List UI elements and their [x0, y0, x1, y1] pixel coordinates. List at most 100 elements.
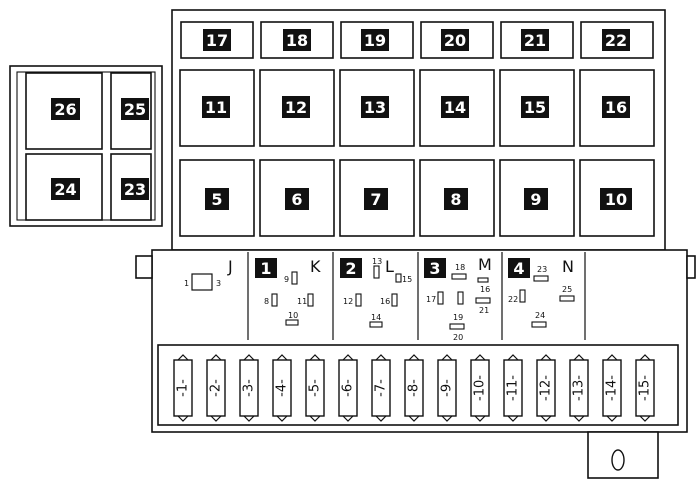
section-n-pin-22: 22 — [508, 295, 518, 304]
fuse-row: -1- -2- -3- -4- -5- -6- -7- -8- -9- -10- -11- -12- -… — [173, 354, 655, 422]
relay-label-15: 15 — [524, 98, 546, 117]
fuse-label: -10- — [473, 375, 488, 401]
fuse-slot-5: -5- — [305, 354, 325, 422]
relay-tag-6 — [285, 188, 309, 210]
section-n-pin-23: 23 — [537, 265, 547, 274]
section-m-pin-19: 19 — [453, 313, 463, 322]
fuse-top-notch — [474, 354, 486, 361]
fuse-top-notch — [408, 354, 420, 361]
relay-tag-9 — [524, 188, 548, 210]
relay-tag-8 — [444, 188, 468, 210]
fuse-label: -6- — [341, 379, 356, 397]
relay-tag-7 — [364, 188, 388, 210]
fuse-body — [404, 359, 424, 417]
fuse-bottom-notch — [606, 415, 618, 422]
fuse-label: -3- — [242, 379, 257, 397]
relay-tag-13 — [361, 96, 389, 118]
relay-label-22: 22 — [605, 31, 627, 50]
section-l-pin-16: 16 — [380, 297, 390, 306]
section-m-pin-18: 18 — [455, 263, 465, 272]
relay-label-14: 14 — [444, 98, 466, 117]
fuse-label: -2- — [209, 379, 224, 397]
fuse-body — [437, 359, 457, 417]
fuse-slot-2: -2- — [206, 354, 226, 422]
fuse-bottom-notch — [375, 415, 387, 422]
fuse-label: -13- — [572, 375, 587, 401]
section-dividers — [247, 252, 586, 340]
fuse-body — [503, 359, 523, 417]
section-m-tag — [424, 258, 446, 278]
section-k-tag — [255, 258, 277, 278]
fuse-label: -9- — [440, 379, 455, 397]
section-j-letter: J — [227, 257, 233, 276]
relay-label-26: 26 — [54, 100, 76, 119]
relay-tag-26 — [51, 98, 80, 120]
section-n-letter: N — [562, 257, 574, 276]
section-l-pin-15: 15 — [402, 275, 412, 284]
fuse-body — [536, 359, 556, 417]
fuse-label: -12- — [539, 375, 554, 401]
fuse-body — [371, 359, 391, 417]
fuse-top-notch — [507, 354, 519, 361]
fuse-slot-7: -7- — [371, 354, 391, 422]
fuse-label: -4- — [275, 379, 290, 397]
section-n-pin-24: 24 — [535, 311, 545, 320]
section-m-pin-16: 16 — [480, 285, 490, 294]
relay-label-16: 16 — [605, 98, 627, 117]
fuse-body — [173, 359, 193, 417]
fuse-top-notch — [375, 354, 387, 361]
section-n-pin-25: 25 — [562, 285, 572, 294]
fuse-bottom-notch — [243, 415, 255, 422]
relay-tag-19 — [361, 29, 389, 51]
fuse-top-notch — [309, 354, 321, 361]
fuse-label: -1- — [176, 379, 191, 397]
section-k-pin-11: 11 — [297, 297, 307, 306]
fuse-body — [569, 359, 589, 417]
relay-tag-22 — [602, 29, 630, 51]
fuse-label: -8- — [407, 379, 422, 397]
relay-label-11: 11 — [205, 98, 227, 117]
section-k-letter: K — [310, 257, 321, 276]
relay-tag-10 — [600, 188, 632, 210]
fuse-top-notch — [210, 354, 222, 361]
section-l: 2 L 13 15 12 16 14 — [340, 257, 412, 328]
fuse-body — [470, 359, 490, 417]
relay-tag-16 — [602, 96, 630, 118]
relay-tag-18 — [283, 29, 311, 51]
fuse-top-notch — [177, 354, 189, 361]
fuse-bottom-notch — [276, 415, 288, 422]
relay-slot-24 — [25, 153, 103, 221]
section-k: 1 K 9 8 11 10 — [255, 257, 321, 326]
section-n-tag — [508, 258, 530, 278]
fuse-slot-11: -11- — [503, 354, 523, 422]
left-mounting-tab — [135, 255, 153, 279]
fuse-bottom-notch — [309, 415, 321, 422]
fuse-slot-10: -10- — [470, 354, 490, 422]
fuse-slot-3: -3- — [239, 354, 259, 422]
fuse-label: -7- — [374, 379, 389, 397]
section-n-tag-label: 4 — [513, 259, 524, 278]
section-k-pin-10: 10 — [288, 311, 298, 320]
section-n: 4 N 23 25 22 24 — [508, 257, 575, 328]
relay-tag-25 — [121, 98, 149, 120]
fuse-slot-14: -14- — [602, 354, 622, 422]
section-k-pin-8: 8 — [264, 297, 269, 306]
section-k-tag-label: 1 — [260, 259, 271, 278]
fuse-top-notch — [276, 354, 288, 361]
section-l-pin-13: 13 — [372, 257, 382, 266]
fuse-body — [272, 359, 292, 417]
fuse-slot-4: -4- — [272, 354, 292, 422]
fuse-top-notch — [441, 354, 453, 361]
fuse-slot-1: -1- — [173, 354, 193, 422]
relay-label-18: 18 — [286, 31, 308, 50]
section-l-letter: L — [385, 257, 394, 276]
connector-hole — [611, 449, 625, 471]
fuse-label: -11- — [506, 375, 521, 401]
fuse-body — [206, 359, 226, 417]
section-m-pin-17: 17 — [426, 295, 436, 304]
fuse-label: -14- — [605, 375, 620, 401]
relay-tag-14 — [441, 96, 469, 118]
fuse-label: -5- — [308, 379, 323, 397]
relay-tag-17 — [203, 29, 231, 51]
fuse-slot-6: -6- — [338, 354, 358, 422]
